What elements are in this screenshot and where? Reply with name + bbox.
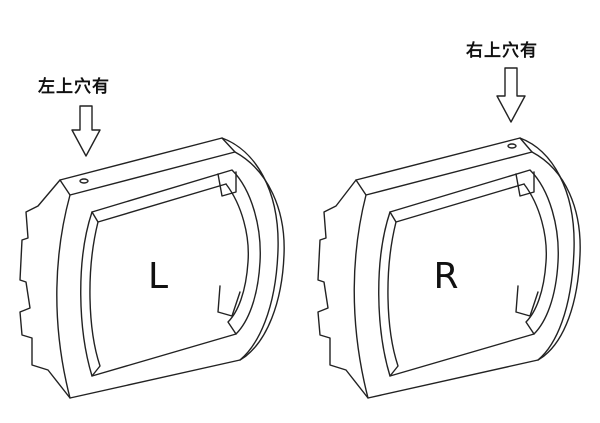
- left-frame-letter: L: [148, 256, 168, 297]
- right-frame-front-edge: [353, 194, 369, 399]
- left-frame-outer: [19, 137, 279, 399]
- screw-hole-icon: [507, 143, 517, 149]
- right-frame-letter: R: [433, 256, 458, 297]
- left-frame-opening: [80, 169, 261, 377]
- callout-left-hole: 左上穴有: [38, 77, 110, 97]
- callout-right-hole: 右上穴有: [466, 41, 538, 61]
- right-inner-notch-bottom: [515, 285, 539, 317]
- right-frame: [317, 137, 581, 399]
- left-inner-notch-top: [217, 171, 237, 197]
- right-inner-notch-top: [515, 171, 535, 197]
- right-frame-right-edge: [531, 151, 581, 361]
- right-frame-outer: [317, 137, 575, 399]
- right-frame-top-face: [355, 137, 533, 196]
- left-frame-top-face: [59, 137, 236, 196]
- screw-hole-icon: [79, 178, 89, 184]
- left-frame-front-edge: [56, 194, 71, 399]
- left-inner-notch-bottom: [217, 285, 241, 317]
- left-frame-right-edge: [234, 151, 285, 361]
- right-frame-opening: [378, 169, 559, 377]
- down-arrow-icon: [496, 67, 526, 123]
- down-arrow-icon: [71, 105, 101, 157]
- left-frame: [19, 137, 285, 399]
